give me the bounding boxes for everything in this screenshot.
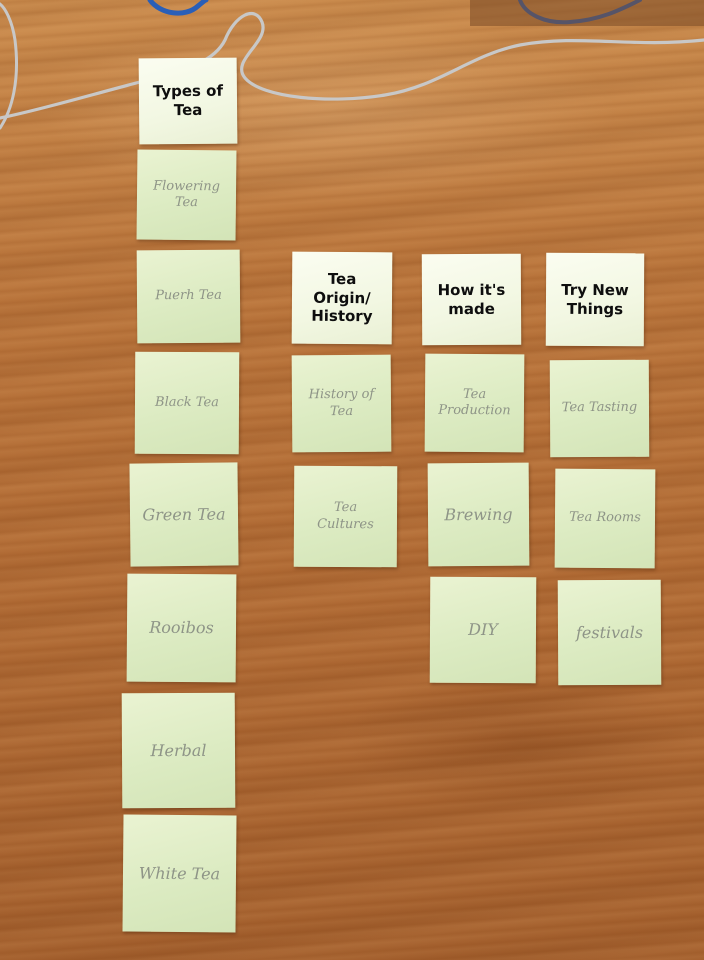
note-label: Try New Things: [561, 280, 629, 318]
note-white-tea: White Tea: [122, 814, 237, 933]
note-brewing: Brewing: [427, 462, 530, 567]
note-history-of-tea: History of Tea: [291, 354, 392, 453]
note-label: Herbal: [150, 740, 207, 760]
note-puerh-tea: Puerh Tea: [136, 249, 241, 344]
note-label: Tea Rooms: [569, 510, 641, 526]
note-tea-cultures: Tea Cultures: [293, 465, 398, 568]
note-label: How it's made: [437, 280, 506, 318]
note-festivals: festivals: [557, 579, 662, 686]
note-rooibos: Rooibos: [126, 573, 237, 683]
note-label: Rooibos: [149, 617, 214, 638]
note-label: Green Tea: [142, 504, 226, 524]
note-label: festivals: [575, 622, 644, 642]
note-herbal: Herbal: [121, 692, 236, 809]
grey-cable-left: [0, 2, 19, 130]
note-label: DIY: [468, 619, 498, 640]
note-label: Black Tea: [155, 394, 219, 411]
note-label: Flowering Tea: [153, 178, 221, 211]
note-types-of-tea: Types of Tea: [138, 57, 238, 145]
note-black-tea: Black Tea: [134, 351, 240, 455]
note-green-tea: Green Tea: [129, 462, 239, 567]
note-label: Brewing: [444, 504, 513, 524]
grey-cable: [0, 11, 704, 120]
note-label: Tea Origin/ History: [311, 269, 373, 326]
note-flowering-tea: Flowering Tea: [136, 149, 237, 241]
desk-edge: [470, 0, 704, 26]
note-label: Types of Tea: [152, 81, 224, 120]
note-tea-origin-history: Tea Origin/ History: [291, 251, 393, 345]
note-label: Tea Cultures: [317, 500, 374, 532]
note-try-new-things: Try New Things: [545, 252, 645, 347]
note-label: Puerh Tea: [155, 288, 222, 304]
note-tea-rooms: Tea Rooms: [554, 468, 656, 569]
blue-cable: [147, 0, 209, 16]
note-label: History of Tea: [308, 387, 375, 419]
note-label: White Tea: [138, 863, 221, 883]
note-label: Tea Tasting: [561, 400, 638, 416]
note-diy: DIY: [429, 576, 537, 684]
note-tea-production: Tea Production: [424, 353, 525, 453]
note-label: Tea Production: [438, 386, 511, 419]
note-tea-tasting: Tea Tasting: [549, 359, 650, 458]
note-how-its-made: How it's made: [421, 253, 522, 346]
